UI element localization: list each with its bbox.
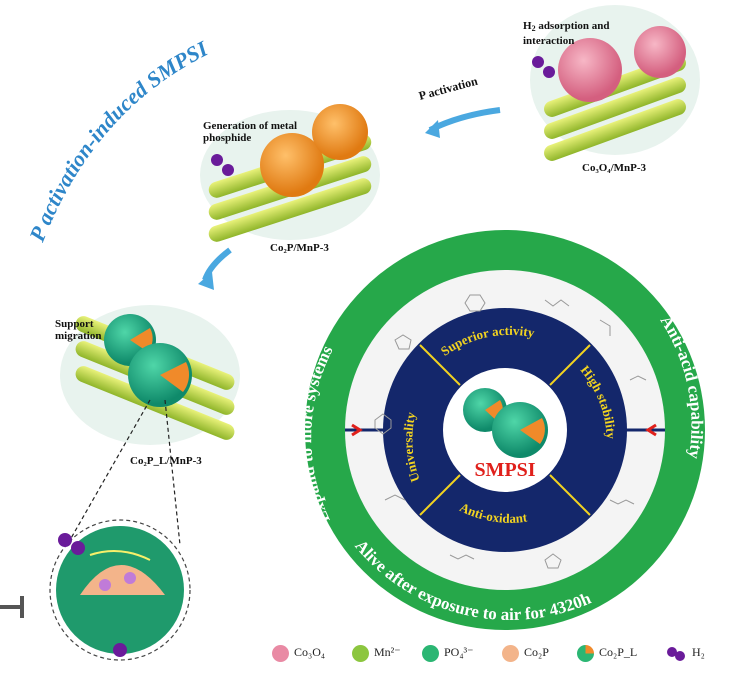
legend-swatch-mn <box>352 645 369 662</box>
smpsi-ring <box>300 225 710 635</box>
middle-note: Generation of metal phosphide <box>203 120 298 144</box>
legend-label-mn: Mn²⁻ <box>374 645 401 659</box>
legend-label-co2pl: Co₂P_L <box>599 645 638 659</box>
top-right-note: H2 adsorption and interaction <box>523 20 610 47</box>
lower-label: Co₂P_L/MnP-3 <box>130 455 202 467</box>
arrow-label: P activation <box>417 74 479 103</box>
legend-swatch-co2p <box>502 645 519 662</box>
legend-swatch-po4 <box>422 645 439 662</box>
zoom-detail-circle <box>49 519 191 661</box>
legend-swatch-h2b <box>675 651 685 661</box>
lower-note: Support migration <box>55 318 102 342</box>
co2pl-bubble <box>60 305 240 445</box>
middle-label: Co₂P/MnP-3 <box>270 242 329 254</box>
arrow-p-activation <box>428 107 501 133</box>
title-text: P activation-induced SMPSI <box>24 35 213 246</box>
legend: Co₃O₄ Mn²⁻ PO₄³⁻ Co₂P Co₂P_L H₂ <box>272 633 732 677</box>
center-label: SMPSI <box>474 459 535 481</box>
legend-label-h2: H₂ <box>692 645 705 659</box>
legend-label-co3o4: Co₃O₄ <box>294 645 326 659</box>
legend-label-po4: PO₄³⁻ <box>444 645 474 659</box>
co2p-bubble <box>200 104 380 242</box>
co3o4-bubble <box>530 5 700 161</box>
legend-label-co2p: Co₂P <box>524 645 549 659</box>
legend-swatch-co2pl <box>577 645 594 662</box>
legend-swatch-co3o4 <box>272 645 289 662</box>
top-right-label: Co₃O₄/MnP-3 <box>582 162 647 174</box>
legend-swatch-h2 <box>667 647 677 657</box>
